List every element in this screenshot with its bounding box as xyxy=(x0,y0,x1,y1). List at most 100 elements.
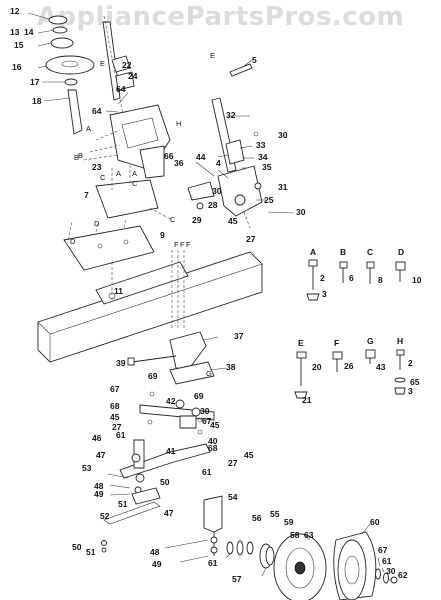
spindle-washers xyxy=(225,540,254,559)
callout-label: 48 xyxy=(94,481,104,491)
callout-label: 39 xyxy=(116,358,126,368)
shift-bracket xyxy=(187,161,295,229)
callout-label: 13 xyxy=(10,27,20,37)
reference-letter: B xyxy=(74,153,79,162)
callout-label: 3 xyxy=(408,386,413,396)
steering-shaft-adapter xyxy=(42,78,83,135)
callout-label: 4 xyxy=(216,158,221,168)
shift-handle xyxy=(229,59,253,77)
callout-label: 22 xyxy=(122,60,132,70)
callout-label: 67 xyxy=(110,384,120,394)
reference-letter: A xyxy=(86,124,91,133)
callout-label: 59 xyxy=(284,517,294,527)
callout-label: 29 xyxy=(192,215,202,225)
callout-label: 62 xyxy=(398,570,408,580)
reference-letter: A xyxy=(116,169,121,178)
callout-label: 5 xyxy=(252,55,257,65)
callout-label: 49 xyxy=(94,489,104,499)
callout-label: 52 xyxy=(100,511,110,521)
reference-letter: C xyxy=(170,215,176,224)
callout-label: 68 xyxy=(208,443,218,453)
callout-label: 23 xyxy=(92,162,102,172)
front-tire xyxy=(333,523,377,600)
callout-label: 35 xyxy=(262,162,272,172)
callout-label: 17 xyxy=(30,77,40,87)
drag-link xyxy=(139,391,215,435)
callout-label: 61 xyxy=(382,556,392,566)
reference-letter: F xyxy=(186,240,191,249)
hardware-key-letter: B xyxy=(340,247,346,257)
callout-label: 60 xyxy=(370,517,380,527)
hardware-bolts xyxy=(294,259,406,399)
wheel-bearing xyxy=(259,543,275,577)
callout-label: 24 xyxy=(128,71,138,81)
hardware-key-letter: E xyxy=(298,338,304,348)
steering-gear-bracket xyxy=(169,331,219,371)
callout-label: 57 xyxy=(232,574,242,584)
callout-label: 45 xyxy=(244,450,254,460)
callout-label: 66 xyxy=(164,151,174,161)
callout-label: 69 xyxy=(194,391,204,401)
callout-label: 3 xyxy=(322,289,327,299)
callout-label: 21 xyxy=(302,395,312,405)
reference-letter: C xyxy=(100,173,106,182)
callout-label: 45 xyxy=(228,216,238,226)
callout-label: 50 xyxy=(160,477,170,487)
callout-label: 56 xyxy=(252,513,262,523)
callout-label: 10 xyxy=(412,275,422,285)
steering-shaft xyxy=(102,15,135,121)
hardware-key-letter: A xyxy=(310,247,316,257)
spindle-54 xyxy=(164,495,223,563)
callout-label: 2 xyxy=(320,273,325,283)
callout-label: 28 xyxy=(208,200,218,210)
callout-label: 36 xyxy=(174,158,184,168)
steering-bracket xyxy=(95,165,173,221)
callout-label: 31 xyxy=(278,182,288,192)
callout-label: 30 xyxy=(386,566,396,576)
hardware-key-letter: C xyxy=(367,247,373,257)
hardware-key-letter: D xyxy=(398,247,404,257)
callout-label: 27 xyxy=(246,234,256,244)
callout-label: 15 xyxy=(14,40,24,50)
callout-label: 30 xyxy=(212,186,222,196)
callout-label: 27 xyxy=(112,422,122,432)
hardware-key-letter: G xyxy=(367,336,374,346)
callout-label: 30 xyxy=(278,130,288,140)
callout-label: 2 xyxy=(408,358,413,368)
callout-label: 43 xyxy=(376,362,386,372)
callout-label: 18 xyxy=(32,96,42,106)
gear-plate-38 xyxy=(169,361,227,385)
reference-letter: D xyxy=(70,237,76,246)
wheel-hardware xyxy=(375,557,398,584)
reference-letter: F xyxy=(174,240,179,249)
callout-label: 51 xyxy=(86,547,96,557)
front-axle xyxy=(107,439,211,505)
callout-label: 51 xyxy=(118,499,128,509)
callout-label: 64 xyxy=(116,84,126,94)
bolt-39 xyxy=(127,355,177,366)
callout-label: 50 xyxy=(72,542,82,552)
callout-label: 32 xyxy=(226,110,236,120)
callout-label: 44 xyxy=(196,152,206,162)
steering-support xyxy=(83,104,171,179)
mounting-plate xyxy=(63,217,155,271)
steering-wheel-cap xyxy=(27,12,74,49)
callout-label: 67 xyxy=(202,416,212,426)
callout-label: 54 xyxy=(228,492,238,502)
callout-label: 61 xyxy=(116,430,126,440)
reference-letter: B xyxy=(78,151,83,160)
callout-label: 67 xyxy=(378,545,388,555)
callout-label: 20 xyxy=(312,362,322,372)
callout-label: 46 xyxy=(92,433,102,443)
callout-label: 30 xyxy=(296,207,306,217)
callout-label: 61 xyxy=(208,558,218,568)
reference-letter: H xyxy=(176,119,181,128)
main-frame xyxy=(37,250,263,363)
callout-label: 8 xyxy=(378,275,383,285)
callout-label: 65 xyxy=(410,377,420,387)
callout-label: 45 xyxy=(110,412,120,422)
callout-label: 45 xyxy=(210,420,220,430)
callout-label: 49 xyxy=(152,559,162,569)
